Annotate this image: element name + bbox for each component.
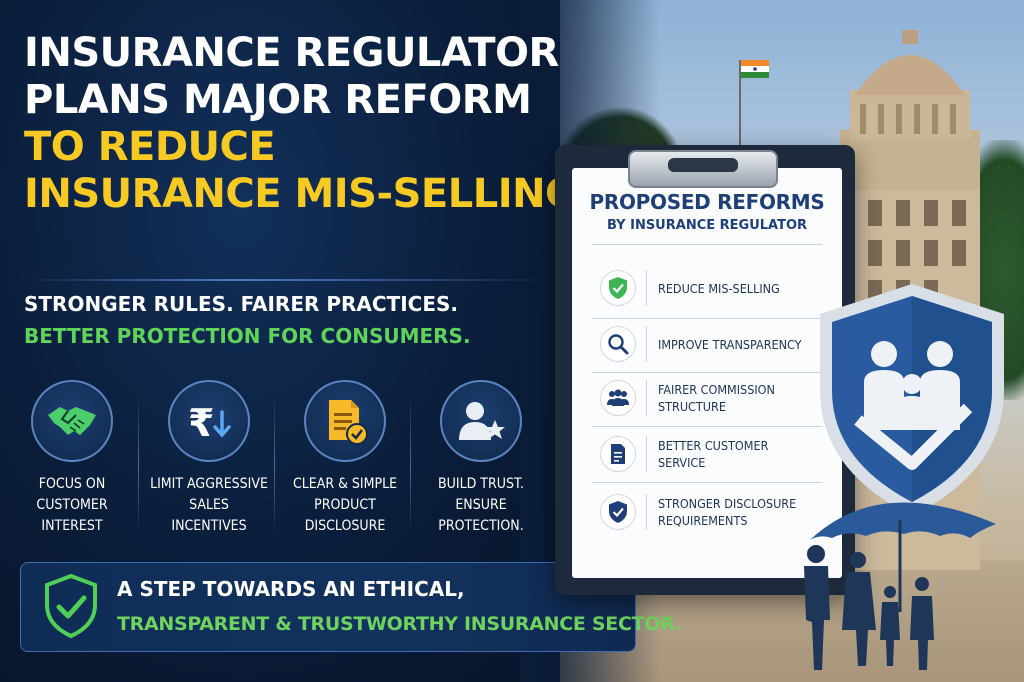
feature-label-line: FOCUS ON <box>38 476 106 492</box>
reforms-subtitle: BY INSURANCE REGULATOR <box>606 218 808 233</box>
reform-separator <box>646 270 647 306</box>
shield-check-icon <box>600 494 636 530</box>
paper-rule <box>592 426 822 427</box>
family-shield-icon <box>820 284 1004 516</box>
reform-label: REQUIREMENTS <box>658 513 748 528</box>
feature-build-trust: BUILD TRUST. ENSURE PROTECTION. <box>413 380 549 540</box>
paper-rule <box>592 318 822 319</box>
feature-label-line: CLEAR & SIMPLE <box>292 476 398 492</box>
document-icon <box>600 436 636 472</box>
feature-separator <box>274 395 275 535</box>
svg-text:₹: ₹ <box>188 401 214 444</box>
paper-rule <box>592 244 822 245</box>
reform-separator <box>646 436 647 472</box>
reforms-title: PROPOSED REFORMS <box>589 190 825 214</box>
feature-label-line: SALES <box>189 497 229 513</box>
rupee-down-icon: ₹ <box>168 380 250 462</box>
banner-line-2: TRANSPARENT & TRUSTWORTHY INSURANCE SECT… <box>117 613 682 635</box>
magnifier-icon <box>600 326 636 362</box>
headline-divider <box>24 279 554 281</box>
reform-label: STRONGER DISCLOSURE <box>658 496 797 511</box>
feature-label-line: CUSTOMER <box>36 497 108 513</box>
reform-separator <box>646 380 647 416</box>
reform-label: BETTER CUSTOMER <box>658 438 769 453</box>
reform-label: REDUCE MIS-SELLING <box>658 280 780 296</box>
reform-item: IMPROVE TRANSPARENCY <box>600 322 830 370</box>
document-check-icon <box>304 380 386 462</box>
reform-separator <box>646 326 647 362</box>
umbrella-family-illustration <box>804 502 996 670</box>
clipboard-clip-slot <box>668 158 738 172</box>
headline-line-1: INSURANCE REGULATOR <box>24 30 559 76</box>
subheadline-line-2: BETTER PROTECTION FOR CONSUMERS. <box>24 324 471 348</box>
reform-item: REDUCE MIS-SELLING <box>600 266 830 314</box>
feature-product-disclosure: CLEAR & SIMPLE PRODUCT DISCLOSURE <box>277 380 413 540</box>
shield-check-icon <box>45 573 97 639</box>
feature-customer-interest: FOCUS ON CUSTOMER INTEREST <box>4 380 140 540</box>
paper-rule <box>592 482 822 483</box>
paper-rule <box>592 372 822 373</box>
feature-label-line: ENSURE <box>455 497 507 513</box>
feature-label-line: BUILD TRUST. <box>438 476 524 492</box>
people-group-icon <box>600 380 636 416</box>
shield-check-icon <box>600 270 636 306</box>
reform-label: STRUCTURE <box>658 399 726 414</box>
headline-line-4: INSURANCE MIS-SELLING <box>24 171 578 217</box>
subheadline-line-1: STRONGER RULES. FAIRER PRACTICES. <box>24 292 458 316</box>
headline-line-3: TO REDUCE <box>24 124 276 170</box>
reform-separator <box>646 494 647 530</box>
feature-label-line: DISCLOSURE <box>304 518 386 534</box>
bottom-banner: A STEP TOWARDS AN ETHICAL, TRANSPARENT &… <box>20 562 682 652</box>
feature-separator <box>410 395 411 535</box>
feature-label-line: INCENTIVES <box>171 518 247 534</box>
reform-item: BETTER CUSTOMER SERVICE <box>600 432 830 480</box>
person-star-icon <box>440 380 522 462</box>
reform-label: FAIRER COMMISSION <box>658 382 775 397</box>
reform-label: IMPROVE TRANSPARENCY <box>658 336 802 352</box>
feature-label-line: PROTECTION. <box>438 518 524 534</box>
reform-label: SERVICE <box>658 455 706 470</box>
handshake-icon <box>31 380 113 462</box>
feature-label-line: PRODUCT <box>314 497 376 513</box>
headline: INSURANCE REGULATOR PLANS MAJOR REFORM T… <box>24 30 578 218</box>
headline-line-2: PLANS MAJOR REFORM <box>24 77 532 123</box>
reform-item: FAIRER COMMISSION STRUCTURE <box>600 376 830 424</box>
feature-label-line: LIMIT AGGRESSIVE <box>150 476 268 492</box>
feature-separator <box>138 395 139 535</box>
banner-line-1: A STEP TOWARDS AN ETHICAL, <box>117 577 465 601</box>
reform-item: STRONGER DISCLOSURE REQUIREMENTS <box>600 490 830 538</box>
feature-label-line: INTEREST <box>41 518 103 534</box>
feature-sales-incentives: ₹ LIMIT AGGRESSIVE SALES INCENTIVES <box>141 380 277 540</box>
